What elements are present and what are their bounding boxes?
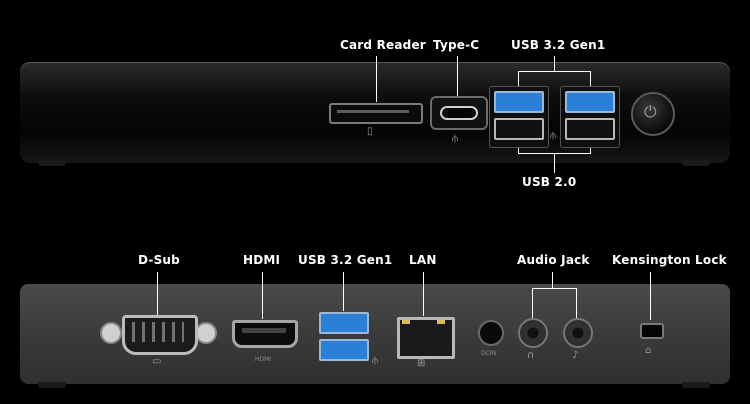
- leader-usb32-front-r: [590, 71, 591, 87]
- leader-usb32-front-bar: [518, 71, 591, 72]
- power-icon: ⏻: [644, 102, 657, 121]
- usb-icon: ⫛: [550, 130, 556, 141]
- leader-hdmi: [262, 272, 263, 319]
- front-usb32-port-right: [565, 91, 615, 113]
- type-c-port: [440, 106, 478, 120]
- network-icon: ⊞: [417, 358, 426, 369]
- front-usb32-port-left: [494, 91, 544, 113]
- card-reader-inner: [337, 110, 409, 113]
- microphone-icon: ♪: [572, 350, 579, 361]
- label-usb32-rear: USB 3.2 Gen1: [298, 253, 393, 267]
- rear-usb32-port-top: [319, 312, 369, 334]
- front-foot-right: [682, 160, 710, 166]
- dsub-screw-left: [100, 322, 122, 344]
- leader-audio-stem: [552, 272, 553, 289]
- sd-card-icon: ▯: [367, 126, 373, 137]
- monitor-icon: ▭: [152, 356, 162, 367]
- leader-audio-bar: [532, 288, 577, 289]
- card-reader-slot: [329, 103, 423, 124]
- rear-foot-left: [38, 382, 66, 388]
- hdmi-printed-text: HDMI: [255, 356, 272, 363]
- leader-card-reader: [376, 56, 377, 102]
- lan-led-right: [437, 320, 445, 324]
- leader-audio-r: [576, 288, 577, 318]
- power-button[interactable]: [631, 92, 675, 136]
- label-dsub: D-Sub: [138, 253, 180, 267]
- lock-icon: ⌂: [645, 345, 652, 356]
- leader-type-c: [457, 56, 458, 97]
- rear-usb32-port-bottom: [319, 339, 369, 361]
- hdmi-port: [232, 320, 298, 348]
- dcin-printed-text: DCIN: [481, 350, 497, 357]
- dsub-screw-right: [195, 322, 217, 344]
- leader-usb32-front-stem: [554, 56, 555, 72]
- label-usb32-front: USB 3.2 Gen1: [511, 38, 606, 52]
- front-usb20-port-right: [565, 118, 615, 140]
- leader-lan: [423, 272, 424, 316]
- leader-audio-l: [532, 288, 533, 318]
- label-type-c: Type-C: [433, 38, 480, 52]
- usb-icon: ⫛: [452, 133, 458, 144]
- leader-usb32-front-l: [518, 71, 519, 87]
- lan-led-left: [402, 320, 410, 324]
- dsub-pins: [132, 322, 184, 342]
- label-kensington: Kensington Lock: [612, 253, 727, 267]
- leader-usb32-rear: [343, 272, 344, 311]
- audio-headphone-jack: [518, 318, 548, 348]
- usb-icon: ⫛: [372, 355, 378, 366]
- label-hdmi: HDMI: [243, 253, 281, 267]
- label-card-reader: Card Reader: [340, 38, 426, 52]
- kensington-lock-slot: [640, 323, 664, 339]
- front-usb20-port-left: [494, 118, 544, 140]
- label-audio-jack: Audio Jack: [517, 253, 590, 267]
- leader-dsub: [157, 272, 158, 319]
- leader-kensington: [650, 272, 651, 320]
- front-foot-left: [38, 160, 66, 166]
- leader-usb20-front-bar: [518, 153, 591, 154]
- headphone-icon: ∩: [527, 350, 535, 361]
- audio-mic-jack: [563, 318, 593, 348]
- dc-in-port: [478, 320, 504, 346]
- lan-port: [397, 317, 455, 359]
- leader-usb20-front-stem: [554, 153, 555, 173]
- rear-foot-right: [682, 382, 710, 388]
- hdmi-inner: [242, 328, 286, 333]
- label-lan: LAN: [409, 253, 437, 267]
- label-usb20-front: USB 2.0: [522, 175, 577, 189]
